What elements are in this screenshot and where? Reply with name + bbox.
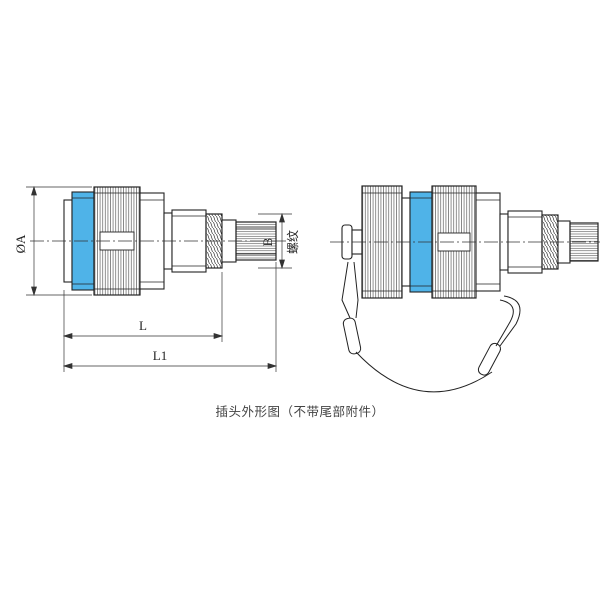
- dimension-diameter-a: [26, 185, 92, 297]
- figure-caption: 插头外形图（不带尾部附件）: [215, 404, 385, 419]
- dimension-thread-b: [258, 212, 292, 270]
- dimension-l1: [62, 262, 278, 372]
- plug-side-view: [63, 186, 277, 296]
- dimension-l: [62, 272, 224, 372]
- thread-label: 螺纹: [286, 230, 300, 254]
- length-l1-label: L1: [153, 348, 167, 363]
- length-l-label: L: [139, 318, 147, 333]
- diameter-a-label: ØA: [13, 234, 28, 253]
- thread-dia-b-label: B: [260, 237, 275, 246]
- cap-lanyard: [341, 261, 521, 393]
